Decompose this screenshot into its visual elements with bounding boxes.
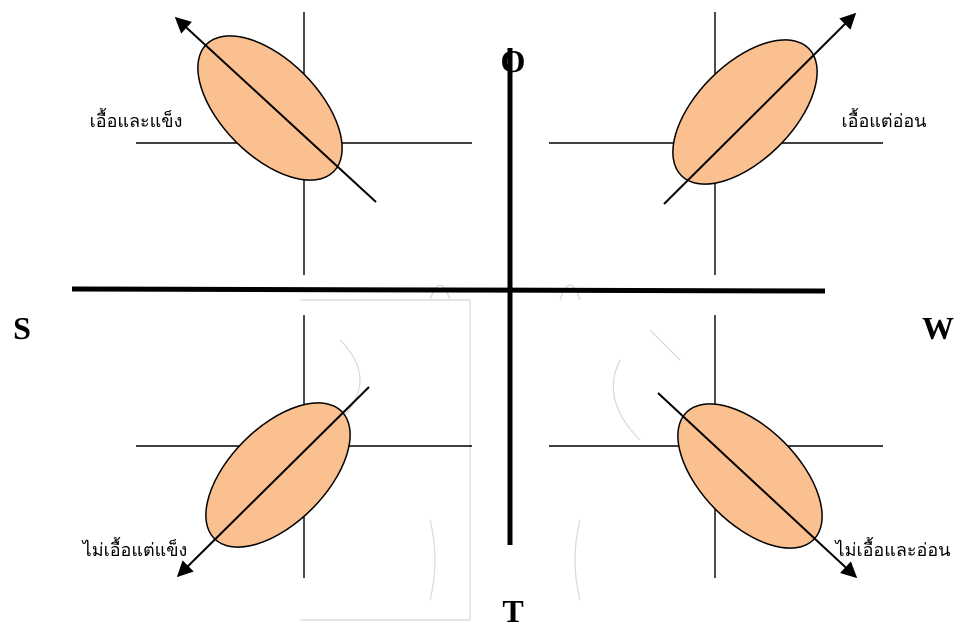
arrow-so [174,16,377,203]
axis-label-bottom: T [502,593,523,626]
axis-label-top: O [501,43,526,79]
ellipse-so [197,35,343,181]
ellipse-wt [677,403,823,549]
arrow-wo [663,12,857,205]
quadrant-label-wo: เอื้อแต่อ่อน [842,108,927,132]
arrow-wt [657,392,858,579]
quadrant-label-so: เอื้อและแข็ง [90,108,183,132]
axis-label-left: S [13,310,31,346]
watermark-emblem [300,284,681,621]
arrow-st [176,386,370,578]
quadrant-label-st: ไม่เอื้อแต่แข็ง [81,537,188,561]
horizontal-main-axis [71,286,826,294]
ellipse-wo [672,39,818,185]
axis-label-right: W [922,310,954,346]
quadrant-label-wt: ไม่เอื้อและอ่อน [834,537,951,561]
